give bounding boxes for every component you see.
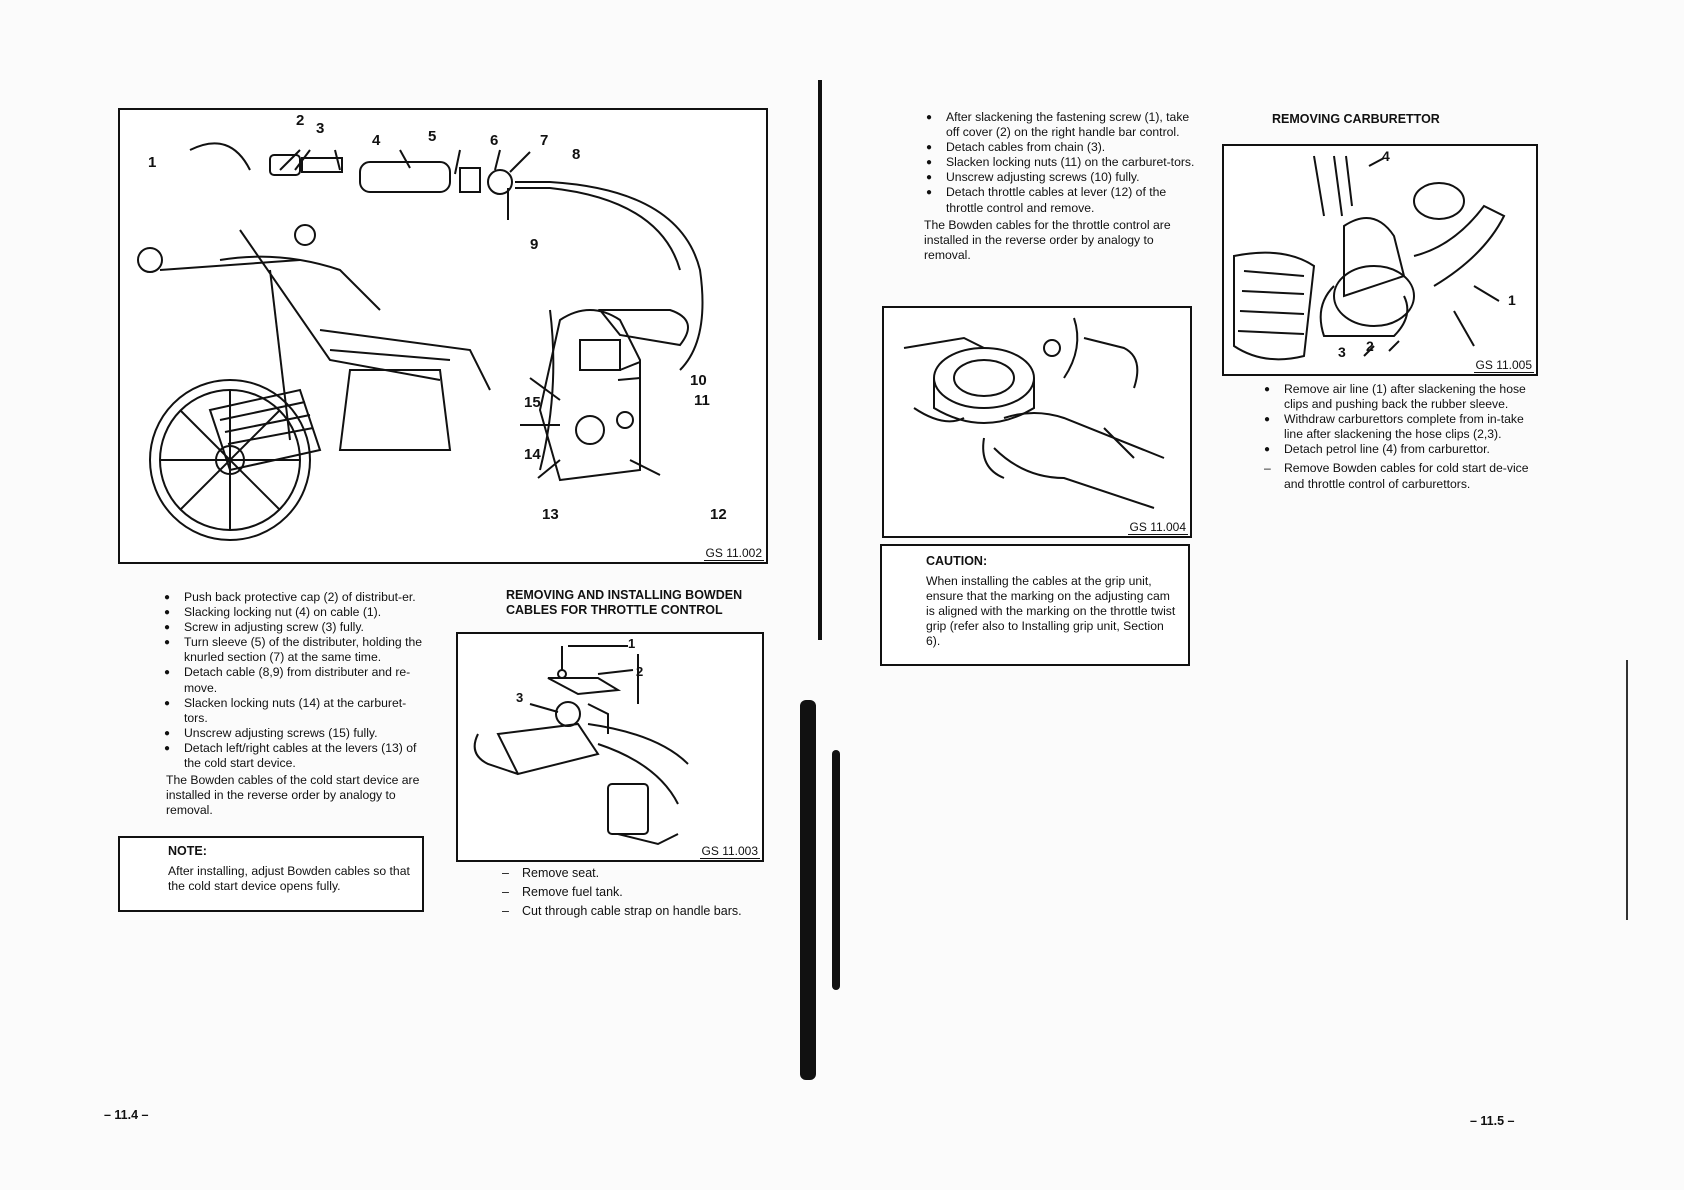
- install-paragraph: The Bowden cables of the cold start devi…: [166, 773, 420, 818]
- callout-2: 2: [1366, 338, 1374, 354]
- step-item: Unscrew adjusting screws (10) fully.: [924, 170, 1196, 185]
- throttle-control-illustration: [473, 645, 689, 846]
- step-item: Remove Bowden cables for cold start de-v…: [1262, 461, 1530, 491]
- prep-step: Cut through cable strap on handle bars.: [500, 902, 770, 921]
- carburettor-illustration: [1233, 155, 1506, 361]
- caution-text: When installing the cables at the grip u…: [926, 574, 1176, 649]
- callout-12: 12: [710, 506, 727, 523]
- caution-box: CAUTION: When installing the cables at t…: [880, 544, 1190, 666]
- install-paragraph: The Bowden cables for the throttle contr…: [924, 217, 1171, 262]
- figure-grip-unit: GS 11.004: [882, 306, 1192, 538]
- step-item: Detach petrol line (4) from carburettor.: [1262, 442, 1530, 457]
- callout-2: 2: [296, 112, 305, 129]
- page-number-right: – 11.5 –: [1470, 1114, 1515, 1128]
- step-item: Detach throttle cables at lever (12) of …: [924, 185, 1196, 215]
- section-heading-line2: CABLES FOR THROTTLE CONTROL: [506, 603, 723, 617]
- step-item: Detach cables from chain (3).: [924, 140, 1196, 155]
- callout-1: 1: [628, 636, 636, 651]
- callout-15: 15: [524, 394, 541, 411]
- callout-9: 9: [530, 236, 539, 253]
- grip-unit-illustration: [903, 317, 1165, 509]
- figure-carburettor: 1 2 3 4 GS 11.005: [1222, 144, 1538, 376]
- callout-3: 3: [516, 690, 524, 705]
- prep-steps: Remove seat. Remove fuel tank. Cut throu…: [500, 864, 770, 921]
- callout-10: 10: [690, 372, 707, 389]
- step-item: Remove air line (1) after slackening the…: [1262, 382, 1530, 412]
- step-item: Unscrew adjusting screws (15) fully.: [162, 726, 426, 741]
- step-item: Slacking locking nut (4) on cable (1).: [162, 605, 426, 620]
- step-item: After slackening the fastening screw (1)…: [924, 110, 1196, 140]
- callout-5: 5: [428, 128, 437, 145]
- figure-caption: GS 11.002: [703, 546, 764, 561]
- callout-4: 4: [372, 132, 381, 149]
- carb-steps: Remove air line (1) after slackening the…: [1262, 382, 1530, 492]
- figure-throttle-control: 1 2 3 GS 11.003: [456, 632, 764, 862]
- step-item: Detach cable (8,9) from distributer and …: [162, 665, 426, 695]
- figure-cold-start-cables: 1 2 3 4 5 6 7 8 9 10 11 12 13 14 15 GS 1…: [118, 108, 768, 564]
- prep-step: Remove seat.: [500, 864, 770, 883]
- figure-caption: GS 11.005: [1473, 358, 1534, 373]
- callout-3: 3: [316, 120, 325, 137]
- cold-start-steps: Push back protective cap (2) of distribu…: [162, 590, 426, 818]
- step-item: Withdraw carburettors complete from in-t…: [1262, 412, 1530, 442]
- step-item: Slacken locking nuts (14) at the carbure…: [162, 696, 426, 726]
- spine-shadow: [818, 80, 822, 640]
- note-title: NOTE:: [168, 844, 207, 858]
- spine-shadow: [832, 750, 840, 990]
- callout-2: 2: [636, 664, 644, 679]
- step-item: Push back protective cap (2) of distribu…: [162, 590, 426, 605]
- section-heading-line1: REMOVING AND INSTALLING BOWDEN: [506, 588, 743, 602]
- throttle-steps: After slackening the fastening screw (1)…: [924, 110, 1196, 263]
- callout-1: 1: [1508, 292, 1516, 308]
- note-box: NOTE: After installing, adjust Bowden ca…: [118, 836, 424, 912]
- callout-4: 4: [1382, 148, 1390, 164]
- step-item: Detach left/right cables at the levers (…: [162, 741, 426, 771]
- step-item: Slacken locking nuts (11) on the carbure…: [924, 155, 1196, 170]
- callout-8: 8: [572, 146, 581, 163]
- note-text: After installing, adjust Bowden cables s…: [168, 864, 410, 894]
- callout-11: 11: [694, 392, 710, 409]
- spine-shadow: [800, 700, 816, 1080]
- scan-edge-line: [1626, 660, 1628, 920]
- figure-caption: GS 11.004: [1127, 520, 1188, 535]
- callout-14: 14: [524, 446, 541, 463]
- caution-title: CAUTION:: [926, 554, 988, 568]
- motorcycle-cable-illustration: [137, 142, 704, 541]
- carb-heading: REMOVING CARBURETTOR: [1272, 112, 1440, 126]
- callout-7: 7: [540, 132, 549, 149]
- callout-3: 3: [1338, 344, 1346, 360]
- callout-1: 1: [148, 154, 157, 171]
- page-number-left: – 11.4 –: [104, 1108, 149, 1122]
- figure-caption: GS 11.003: [699, 844, 760, 859]
- section-heading: REMOVING AND INSTALLING BOWDEN CABLES FO…: [506, 588, 772, 618]
- callout-13: 13: [542, 506, 559, 523]
- step-item: Screw in adjusting screw (3) fully.: [162, 620, 426, 635]
- prep-step: Remove fuel tank.: [500, 883, 770, 902]
- step-item: Turn sleeve (5) of the distributer, hold…: [162, 635, 426, 665]
- callout-6: 6: [490, 132, 499, 149]
